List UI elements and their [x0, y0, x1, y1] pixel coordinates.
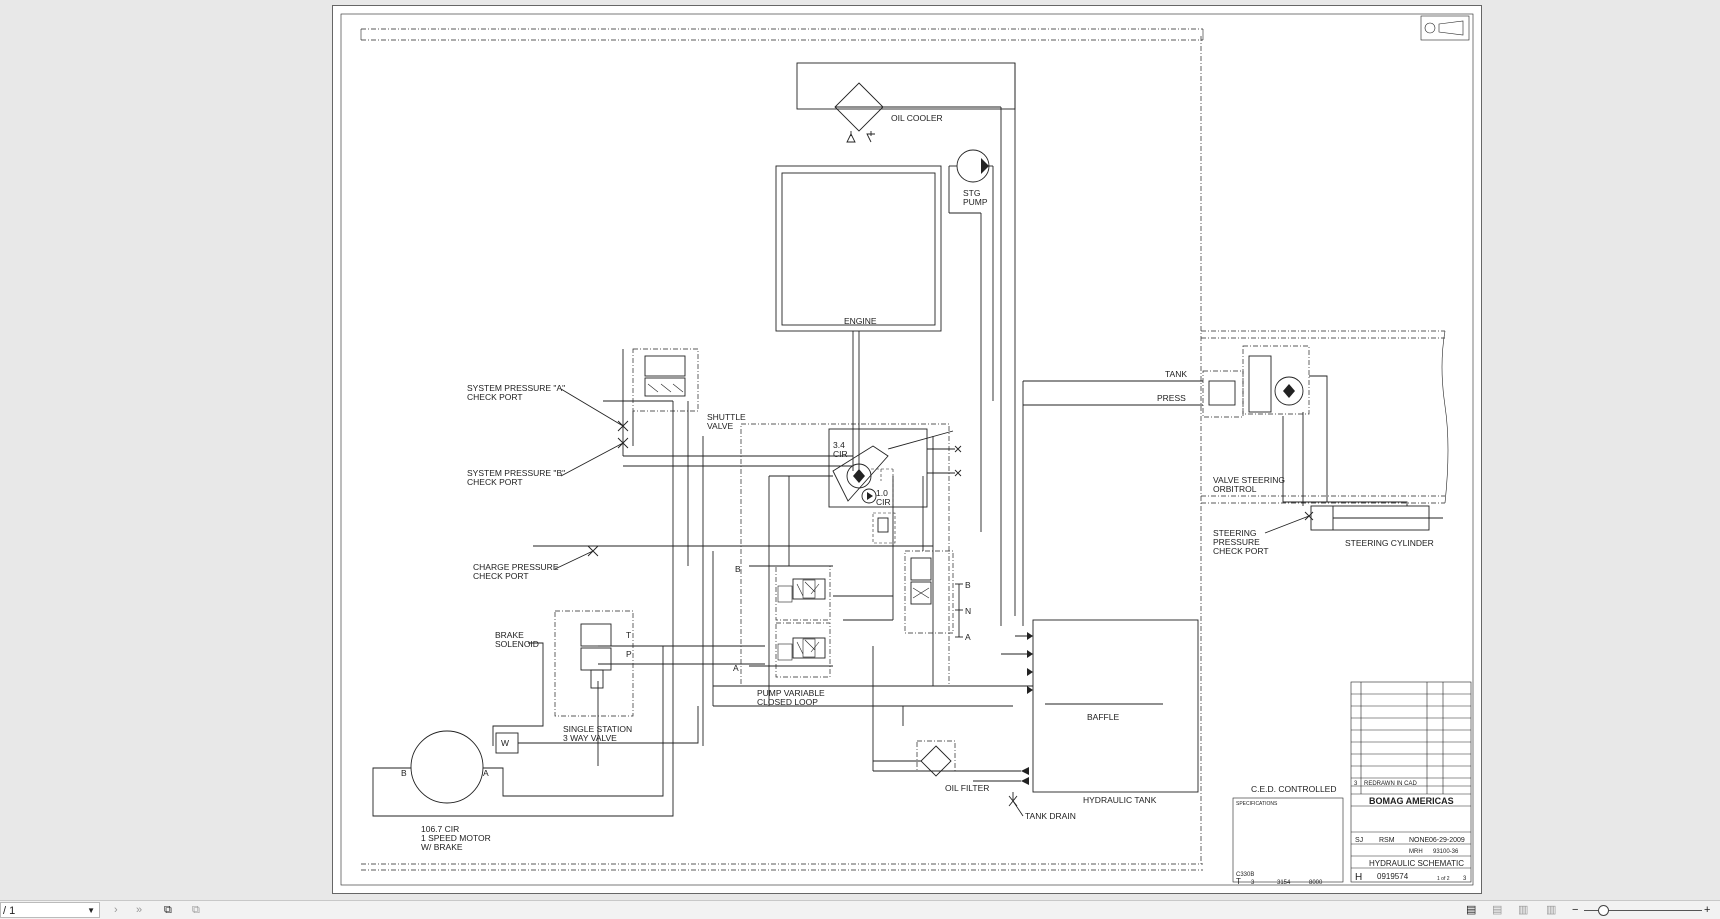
- svg-text:SPECIFICATIONS: SPECIFICATIONS: [1236, 801, 1278, 807]
- orbitrol-valve: [1242, 345, 1310, 415]
- svg-text:BRAKE: BRAKE: [495, 630, 524, 640]
- zoom-in-icon[interactable]: +: [1704, 904, 1711, 916]
- svg-text:SJ: SJ: [1355, 837, 1363, 844]
- drawing-title: HYDRAULIC SCHEMATIC: [1369, 859, 1464, 868]
- svg-text:CHECK PORT: CHECK PORT: [467, 477, 523, 487]
- svg-text:ORBITROL: ORBITROL: [1213, 484, 1257, 494]
- svg-text:W: W: [501, 738, 509, 748]
- zoom-slider-handle[interactable]: [1598, 905, 1609, 916]
- svg-text:MRH: MRH: [1409, 849, 1423, 855]
- two-page-continuous-icon[interactable]: ▥: [1546, 904, 1557, 916]
- svg-text:STG: STG: [963, 188, 980, 198]
- svg-text:W/ BRAKE: W/ BRAKE: [421, 842, 463, 852]
- company-name: BOMAG AMERICAS: [1369, 796, 1454, 806]
- svg-text:CIR: CIR: [876, 497, 891, 507]
- viewer-toolbar: / 1▼ › » ⧉ ⧉ ▤ ▤ ▥ ▥ − +: [0, 900, 1720, 919]
- last-page-icon[interactable]: »: [136, 904, 143, 916]
- svg-text:CLOSED LOOP: CLOSED LOOP: [757, 697, 818, 707]
- svg-text:3154: 3154: [1277, 880, 1291, 886]
- svg-text:CHECK PORT: CHECK PORT: [1213, 546, 1269, 556]
- svg-text:A: A: [965, 632, 971, 642]
- page-dropdown-icon[interactable]: ▼: [87, 906, 95, 915]
- shuttle-valve: [632, 348, 699, 412]
- svg-text:STEERING CYLINDER: STEERING CYLINDER: [1345, 538, 1434, 548]
- svg-text:BAFFLE: BAFFLE: [1087, 712, 1119, 722]
- svg-text:TANK: TANK: [1165, 369, 1187, 379]
- hydraulic-schematic: OIL COOLER STG PUMP ENGINE PUMP VARIABLE: [340, 13, 1474, 886]
- svg-text:3: 3: [1354, 781, 1358, 787]
- drawing-viewport[interactable]: OIL COOLER STG PUMP ENGINE PUMP VARIABLE: [0, 0, 1720, 900]
- svg-text:106.7 CIR: 106.7 CIR: [421, 824, 459, 834]
- svg-text:TANK DRAIN: TANK DRAIN: [1025, 811, 1076, 821]
- zoom-out-icon[interactable]: −: [1572, 904, 1579, 916]
- svg-text:3 WAY VALVE: 3 WAY VALVE: [563, 733, 617, 743]
- svg-text:H: H: [1355, 872, 1362, 883]
- single-station-valve: [554, 610, 634, 717]
- copy-page-icon[interactable]: ⧉: [164, 904, 172, 916]
- svg-text:SINGLE STATION: SINGLE STATION: [563, 724, 632, 734]
- svg-text:1 of 2: 1 of 2: [1437, 876, 1450, 882]
- next-page-icon[interactable]: ›: [114, 904, 118, 916]
- paste-page-icon[interactable]: ⧉: [192, 904, 200, 916]
- svg-text:0919574: 0919574: [1377, 872, 1409, 881]
- svg-text:PUMP: PUMP: [963, 197, 988, 207]
- svg-text:3: 3: [1463, 876, 1467, 882]
- svg-text:SYSTEM PRESSURE "B": SYSTEM PRESSURE "B": [467, 468, 565, 478]
- svg-text:PRESSURE: PRESSURE: [1213, 537, 1260, 547]
- outer-border: [340, 13, 1474, 886]
- svg-text:SYSTEM PRESSURE "A": SYSTEM PRESSURE "A": [467, 383, 565, 393]
- drive-motor: [410, 730, 484, 804]
- svg-text:PRESS: PRESS: [1157, 393, 1186, 403]
- title-block: [1350, 681, 1472, 883]
- svg-text:STEERING: STEERING: [1213, 528, 1256, 538]
- oil-cooler-symbol: [834, 82, 884, 132]
- svg-text:T: T: [1236, 877, 1241, 886]
- svg-text:93100-36: 93100-36: [1433, 849, 1459, 855]
- svg-text:HYDRAULIC TANK: HYDRAULIC TANK: [1083, 795, 1157, 805]
- single-page-view-icon[interactable]: ▤: [1466, 904, 1477, 916]
- svg-text:PUMP VARIABLE: PUMP VARIABLE: [757, 688, 825, 698]
- oil-cooler-label: OIL COOLER: [891, 113, 943, 123]
- svg-text:CIR: CIR: [833, 449, 848, 459]
- engine-label: ENGINE: [844, 316, 877, 326]
- svg-text:1 SPEED MOTOR: 1 SPEED MOTOR: [421, 833, 491, 843]
- svg-text:VALVE: VALVE: [707, 421, 733, 431]
- svg-text:06-29-2009: 06-29-2009: [1429, 837, 1465, 844]
- oil-filter: [916, 740, 956, 772]
- engine-block: [775, 165, 942, 332]
- svg-text:SOLENOID: SOLENOID: [495, 639, 539, 649]
- two-page-view-icon[interactable]: ▥: [1518, 904, 1529, 916]
- svg-text:B: B: [401, 768, 407, 778]
- hydraulic-tank: [1032, 619, 1199, 793]
- svg-text:OIL FILTER: OIL FILTER: [945, 783, 989, 793]
- svg-text:A: A: [483, 768, 489, 778]
- svg-text:REDRAWN IN CAD: REDRAWN IN CAD: [1364, 781, 1417, 787]
- svg-text:CHARGE PRESSURE: CHARGE PRESSURE: [473, 562, 559, 572]
- svg-text:CHECK PORT: CHECK PORT: [473, 571, 529, 581]
- svg-text:1.0: 1.0: [876, 488, 888, 498]
- svg-text:C.E.D. CONTROLLED: C.E.D. CONTROLLED: [1251, 784, 1337, 794]
- svg-text:VALVE STEERING: VALVE STEERING: [1213, 475, 1285, 485]
- svg-text:SHUTTLE: SHUTTLE: [707, 412, 746, 422]
- svg-text:3: 3: [1251, 880, 1255, 886]
- svg-text:T: T: [626, 630, 631, 640]
- svg-text:A: A: [733, 663, 739, 673]
- svg-text:P: P: [626, 649, 632, 659]
- page-number-input[interactable]: / 1▼: [0, 902, 100, 918]
- continuous-view-icon[interactable]: ▤: [1492, 904, 1503, 916]
- svg-text:CHECK PORT: CHECK PORT: [467, 392, 523, 402]
- main-pump-symbol: [832, 445, 889, 502]
- svg-text:RSM: RSM: [1379, 837, 1395, 844]
- svg-text:N: N: [965, 606, 971, 616]
- svg-text:8000: 8000: [1309, 880, 1323, 886]
- svg-text:3.4: 3.4: [833, 440, 845, 450]
- svg-text:B: B: [965, 580, 971, 590]
- projection-symbol: [1420, 15, 1470, 41]
- svg-text:B: B: [735, 564, 741, 574]
- svg-text:NONE: NONE: [1409, 837, 1430, 844]
- zoom-slider[interactable]: [1584, 910, 1702, 911]
- svg-text:C330B: C330B: [1236, 872, 1254, 878]
- drawing-sheet: OIL COOLER STG PUMP ENGINE PUMP VARIABLE: [332, 5, 1482, 894]
